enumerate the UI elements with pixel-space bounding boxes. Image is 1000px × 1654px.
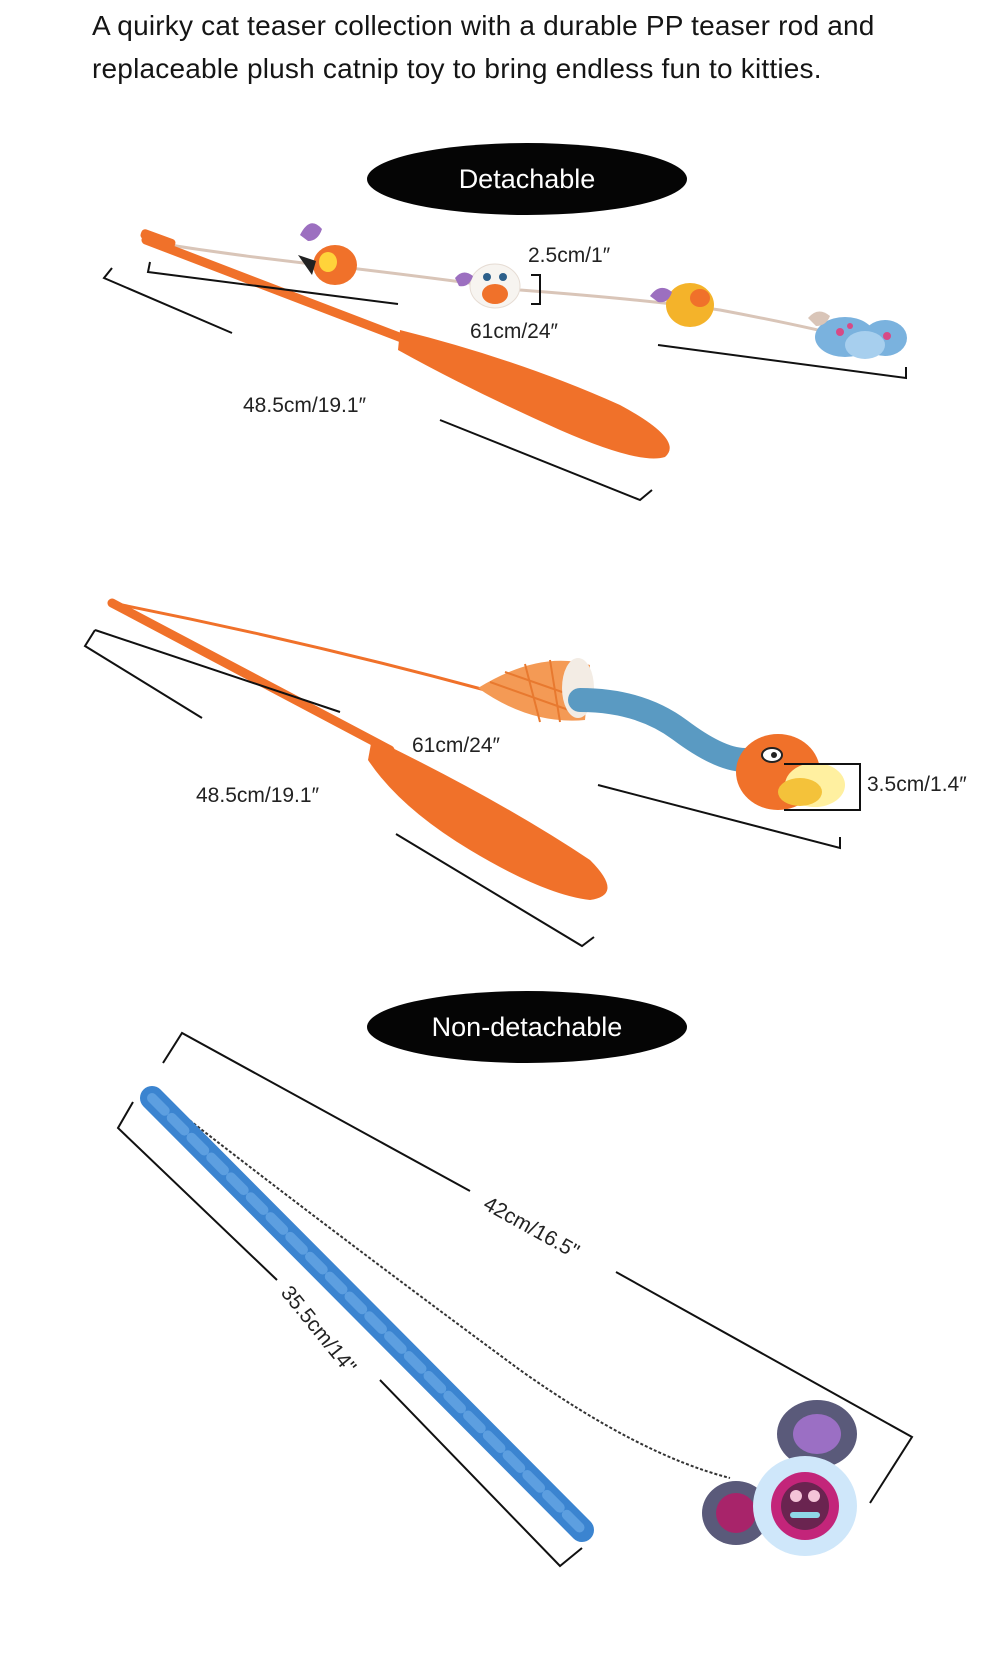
ice-cream-cone-icon: [478, 658, 757, 772]
plush-toy-icon: [455, 263, 521, 309]
product-2-detachable-teaser: 61cm/24″ 48.5cm/19.1″ 3.5cm/1.4″: [83, 598, 967, 948]
toy-size-label: 3.5cm/1.4″: [867, 773, 967, 796]
cat-teaser-rod-icon: [107, 598, 608, 900]
rod-length-label: 48.5cm/19.1″: [196, 784, 320, 807]
string-length-label: 61cm/24″: [470, 320, 559, 343]
string-length-label: 61cm/24″: [412, 734, 501, 757]
description-line-1: A quirky cat teaser collection with a du…: [92, 10, 875, 41]
product-description: A quirky cat teaser collection with a du…: [92, 4, 972, 90]
paw-toy-icon: [702, 1400, 857, 1556]
teaser-wire: [169, 1104, 731, 1479]
rod-length-label: 48.5cm/19.1″: [243, 394, 367, 417]
plush-toy-icon: [298, 223, 357, 285]
plush-toy-icon: [650, 283, 714, 327]
string-length-label: 42cm/16.5": [480, 1192, 583, 1263]
cat-teaser-rod-icon: [140, 1086, 594, 1542]
dimension-lines: [102, 261, 907, 502]
product-3-nondetachable-wand: 42cm/16.5" 35.5cm/14": [116, 1031, 914, 1568]
toy-spacing-label: 2.5cm/1″: [528, 244, 611, 267]
nondetachable-label: Non-detachable: [367, 991, 687, 1063]
dimension-lines: [116, 1031, 914, 1568]
description-line-2: replaceable plush catnip toy to bring en…: [92, 53, 822, 84]
product-1-detachable-teaser: 2.5cm/1″ 61cm/24″ 48.5cm/19.1″: [102, 223, 907, 502]
detachable-label: Detachable: [367, 143, 687, 215]
teaser-string: [111, 601, 486, 692]
plush-toy-icon: [736, 734, 845, 810]
cat-teaser-rod-icon: [140, 229, 670, 459]
dimension-lines: [83, 629, 861, 948]
paw-toy-icon: [808, 311, 907, 359]
